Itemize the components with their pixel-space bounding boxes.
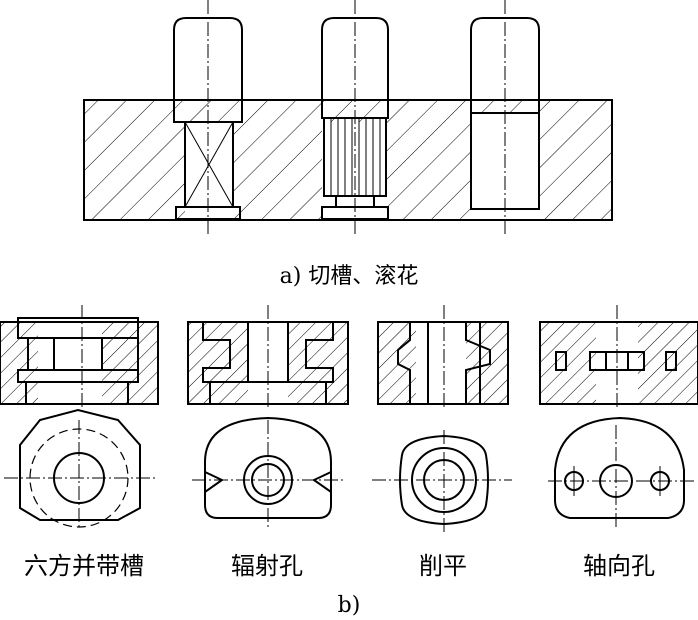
insert-straight-knurl — [321, 0, 389, 235]
label-axial-hole: 轴向孔 — [583, 552, 655, 580]
figure-a-drawing — [83, 0, 613, 235]
figure-b-drawing — [0, 305, 698, 532]
panel-flat — [372, 305, 512, 532]
panel-hex-groove — [0, 305, 159, 530]
caption-a: a) 切槽、滚花 — [280, 264, 419, 289]
label-flat: 削平 — [419, 552, 467, 580]
panel-axial-hole — [539, 305, 698, 530]
panel-radial-hole — [187, 305, 349, 528]
caption-b: b) — [338, 593, 361, 618]
insert-diamond-knurl — [470, 0, 540, 235]
label-hex-groove: 六方并带槽 — [24, 552, 144, 580]
insert-groove — [173, 0, 243, 235]
label-radial-hole: 辐射孔 — [231, 552, 303, 580]
